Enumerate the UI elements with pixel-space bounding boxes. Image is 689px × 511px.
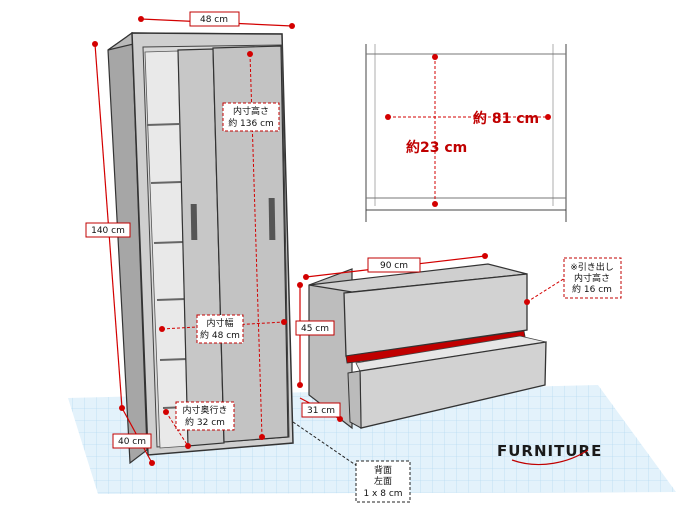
back-label-2: 左面 [374,475,392,487]
inner-width-label-2: 約 48 cm [200,329,240,341]
inner-height-label-2: 約 136 cm [228,117,274,129]
inner-depth-label-2: 約 32 cm [185,416,225,428]
height-total-label: 140 cm [91,226,125,236]
drawer-chest [308,263,547,430]
back-label-3: 1 x 8 cm [363,489,402,499]
furniture-logo: FURNITURE [497,442,602,466]
depth-label: 40 cm [118,437,146,447]
drawer-inner-label-3: 約 16 cm [572,283,612,295]
drawer-inner-label-2: 内寸高さ [574,272,610,284]
inset-height-label: 約23 cm [406,139,467,156]
inset-view: 約 81 cm 約23 cm [345,42,589,222]
inner-width-label-1: 内寸幅 [206,317,233,329]
tall-cabinet [107,31,294,465]
top-width-label: 48 cm [200,15,228,25]
inner-height-label-1: 内寸高さ [233,105,269,117]
drawer-height-label: 45 cm [301,324,329,334]
inner-depth-label-1: 内寸奥行き [182,404,227,416]
inset-width-label: 約 81 cm [473,110,539,127]
drawer-depth-label: 31 cm [307,406,335,416]
logo-text: FURNITURE [497,442,602,460]
dimension-labels: 48 cm 140 cm 内寸高さ 約 136 cm 内寸幅 約 48 cm 内… [85,11,622,503]
drawer-width-label: 90 cm [380,261,408,271]
drawer-inner-label-1: ※引き出し [570,261,614,273]
back-label-1: 背面 [374,464,392,476]
